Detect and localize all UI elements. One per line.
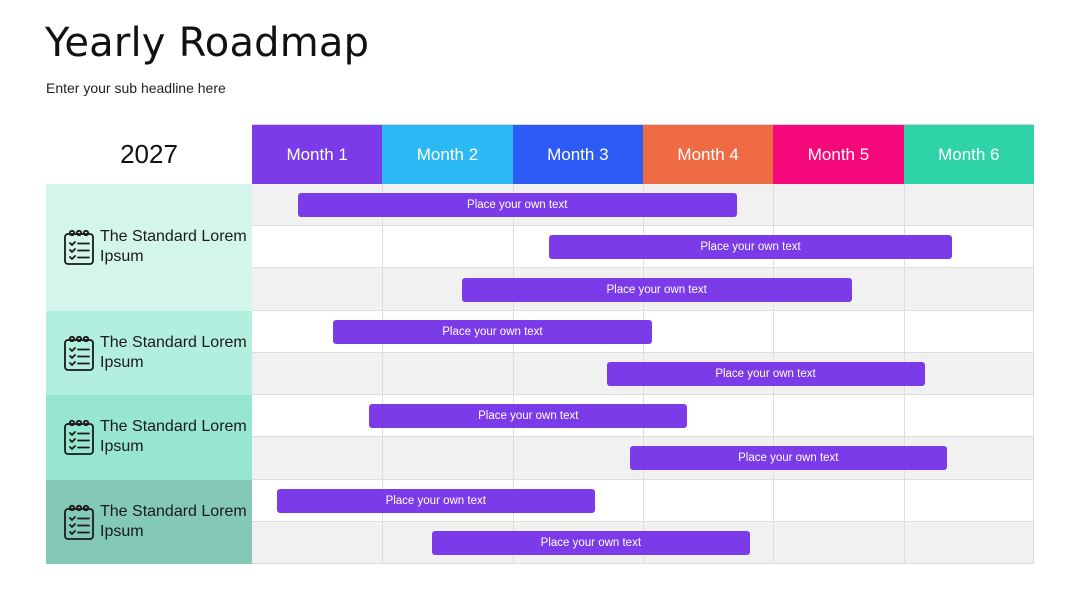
group-label-cell: The Standard Lorem Ipsum: [46, 395, 252, 480]
checklist-icon: [62, 503, 96, 541]
group-label: The Standard Lorem Ipsum: [100, 228, 247, 266]
task-bar[interactable]: Place your own text: [431, 530, 750, 555]
task-bar[interactable]: Place your own text: [297, 193, 737, 218]
month-header-4: Month 4: [642, 125, 774, 185]
task-bar[interactable]: Place your own text: [276, 488, 595, 513]
month-header-3: Month 3: [512, 125, 643, 185]
group-label-cell: The Standard Lorem Ipsum: [46, 184, 252, 311]
group-label: The Standard Lorem Ipsum: [100, 502, 247, 540]
task-bar[interactable]: Place your own text: [461, 277, 852, 302]
task-bar[interactable]: Place your own text: [549, 235, 952, 260]
checklist-icon: [62, 228, 96, 266]
group-label: The Standard Lorem Ipsum: [100, 333, 247, 371]
task-bar[interactable]: Place your own text: [629, 446, 947, 471]
group-label: The Standard Lorem Ipsum: [100, 418, 247, 456]
month-header-6: Month 6: [903, 125, 1034, 185]
month-header-2: Month 2: [382, 125, 513, 185]
group-label-cell: The Standard Lorem Ipsum: [46, 310, 252, 396]
year-label: 2027: [46, 124, 252, 185]
page-subtitle: Enter your sub headline here: [46, 80, 226, 96]
grid-column-line: [382, 184, 384, 564]
grid-column-line: [1033, 184, 1034, 564]
checklist-icon: [62, 334, 96, 372]
grid-column-line: [512, 184, 514, 564]
task-bar[interactable]: Place your own text: [606, 362, 925, 386]
task-bar[interactable]: Place your own text: [369, 404, 688, 429]
month-header-1: Month 1: [252, 125, 383, 185]
checklist-icon: [62, 418, 96, 456]
task-bar[interactable]: Place your own text: [332, 319, 653, 344]
page-title: Yearly Roadmap: [45, 20, 370, 66]
month-header-5: Month 5: [773, 125, 904, 185]
group-label-cell: The Standard Lorem Ipsum: [46, 479, 252, 564]
